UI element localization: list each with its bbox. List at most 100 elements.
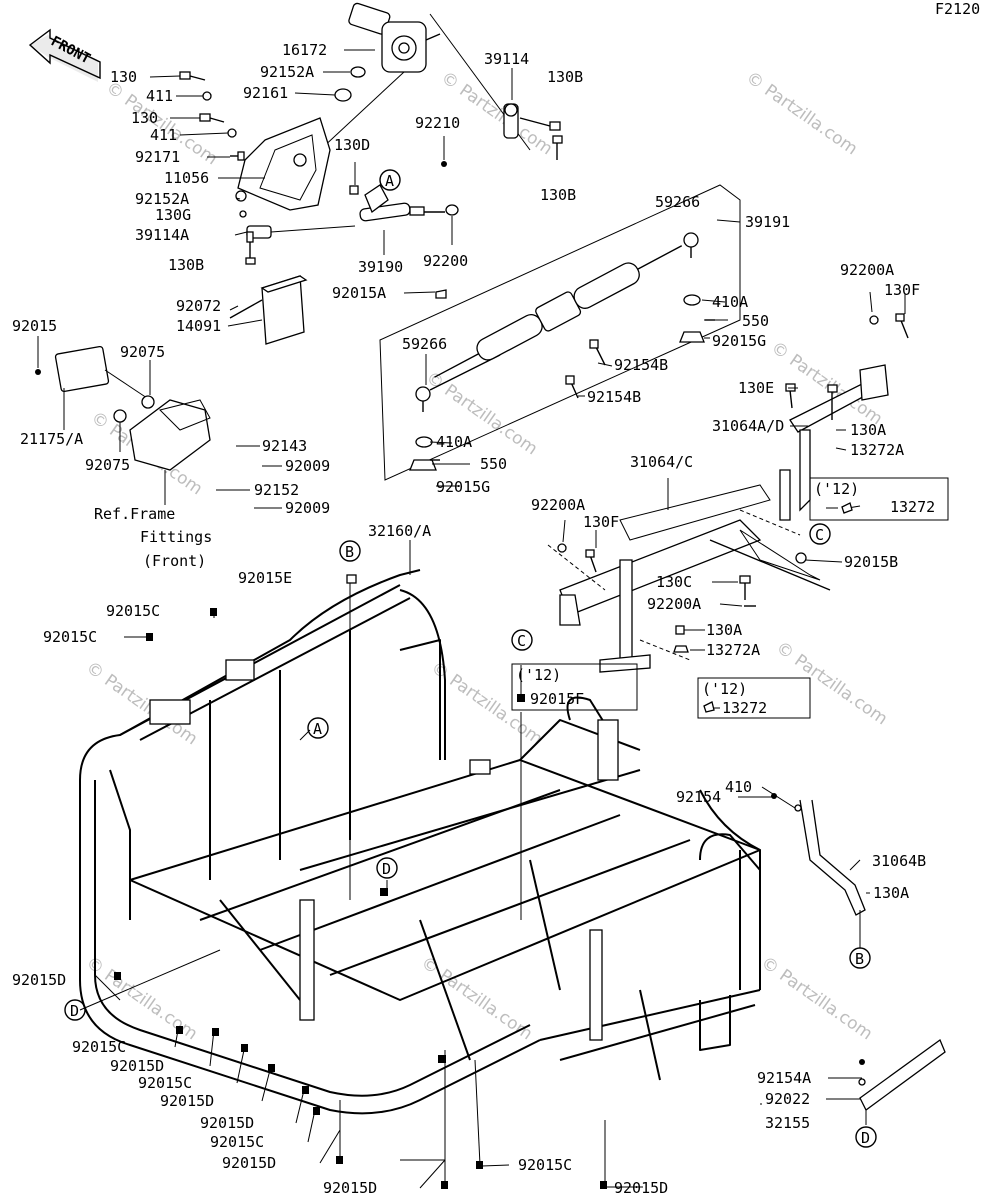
part-label: 92015D: [160, 1092, 214, 1110]
main-frame-part: [79, 569, 761, 1115]
part-label: 130C: [656, 573, 692, 591]
part-label: 410A: [712, 293, 748, 311]
bolt-part: [179, 71, 206, 81]
eps-assembly: [179, 2, 563, 265]
bolt-part: [349, 185, 359, 195]
bolt-part: [519, 117, 561, 131]
bolt-part: [565, 375, 579, 399]
svg-text:D: D: [70, 1002, 79, 1020]
sensor-part: [503, 103, 519, 139]
bolt-part: [585, 549, 597, 573]
part-label: 92015: [12, 317, 57, 335]
part-label: 39191: [745, 213, 790, 231]
part-label: 92154: [676, 788, 721, 806]
part-label: 130: [131, 109, 158, 127]
part-label: 21175/A: [20, 430, 83, 448]
washer-part: [350, 66, 366, 78]
watermark: © Partzilla.com: [772, 638, 891, 730]
part-label: 13272: [722, 699, 767, 717]
washer-part: [239, 210, 247, 218]
part-label: 92210: [415, 114, 460, 132]
part-label: 92015C: [138, 1074, 192, 1092]
screw-part: [230, 151, 245, 161]
part-labels: 16172 92152A 92161 130 411 130 411 92171…: [12, 41, 935, 1197]
part-label: 92143: [262, 437, 307, 455]
callout-b-upper: B: [339, 540, 361, 562]
tie-rod-part: [359, 184, 459, 222]
relay-bracket-part: [35, 345, 211, 505]
sensor-part: [246, 225, 356, 239]
part-label: 31064A/D: [712, 417, 784, 435]
part-label: 92009: [285, 499, 330, 517]
part-label: 92015D: [200, 1114, 254, 1132]
part-label: 92152A: [135, 190, 189, 208]
svg-text:C: C: [815, 526, 824, 544]
diagram-id: F2120: [935, 0, 980, 18]
washer-part: [334, 88, 352, 102]
part-label: 92015D: [12, 971, 66, 989]
watermark: © Partzilla.com: [742, 68, 861, 160]
nut-part: [441, 161, 447, 167]
washer-part: [227, 128, 237, 138]
part-label: 92075: [120, 343, 165, 361]
part-label: 92171: [135, 148, 180, 166]
part-label: 92075: [85, 456, 130, 474]
year-box-13272-upper: ('12): [809, 477, 949, 521]
bolt-part: [895, 313, 909, 339]
part-label: 92015D: [323, 1179, 377, 1197]
callout-b-lower: B: [849, 947, 871, 969]
tie-rod-end-part: [683, 232, 699, 258]
svg-text:('12): ('12): [516, 666, 561, 684]
part-label: 92015G: [712, 332, 766, 350]
callout-a-upper: A: [379, 169, 401, 191]
svg-text:Ref.Frame: Ref.Frame: [94, 505, 175, 523]
part-label: 410A: [436, 433, 472, 451]
svg-text:C: C: [517, 632, 526, 650]
part-label: 130F: [583, 513, 619, 531]
part-label: 92015C: [210, 1133, 264, 1151]
ref-frame-note: Ref.Frame Fittings (Front): [94, 505, 212, 570]
part-label: 39190: [358, 258, 403, 276]
part-label: 92072: [176, 297, 221, 315]
part-label: 92161: [243, 84, 288, 102]
callout-d-middle: D: [376, 857, 398, 879]
part-label: 39114A: [135, 226, 189, 244]
callout-c-upper: C: [809, 523, 831, 545]
bottom-nuts: [114, 574, 607, 1189]
side-bar-part: [771, 793, 866, 948]
year-box-13272-lower: ('12): [697, 677, 811, 719]
svg-text:D: D: [382, 860, 391, 878]
bolt-part: [589, 339, 606, 366]
svg-text:('12): ('12): [702, 680, 747, 698]
part-label: 39114: [484, 50, 529, 68]
part-label: 130: [110, 68, 137, 86]
part-label: 92015B: [844, 553, 898, 571]
washer-part: [557, 543, 567, 553]
part-label: 59266: [402, 335, 447, 353]
part-label: 92015D: [614, 1179, 668, 1197]
part-label: 92154B: [614, 356, 668, 374]
part-label: 411: [150, 126, 177, 144]
part-label: 31064B: [872, 852, 926, 870]
year-box-92015f: ('12): [511, 663, 638, 711]
part-label: 130E: [738, 379, 774, 397]
bolt-part: [739, 575, 751, 600]
callout-d-left: D: [64, 999, 86, 1021]
part-label: 92200A: [531, 496, 585, 514]
part-label: 92200A: [647, 595, 701, 613]
svg-text:D: D: [861, 1129, 870, 1147]
part-label: 16172: [282, 41, 327, 59]
svg-text:('12): ('12): [814, 480, 859, 498]
part-label: 92152A: [260, 63, 314, 81]
svg-text:B: B: [345, 543, 354, 561]
bolt-part: [199, 113, 225, 123]
part-label: 92200: [423, 252, 468, 270]
part-label: 92015D: [110, 1057, 164, 1075]
part-label: 550: [480, 455, 507, 473]
front-arrow-icon: FRONT: [28, 28, 101, 82]
bolt-part: [552, 135, 563, 160]
part-label: 130A: [850, 421, 886, 439]
part-label: 92154B: [587, 388, 641, 406]
part-label: 92015F: [530, 690, 584, 708]
